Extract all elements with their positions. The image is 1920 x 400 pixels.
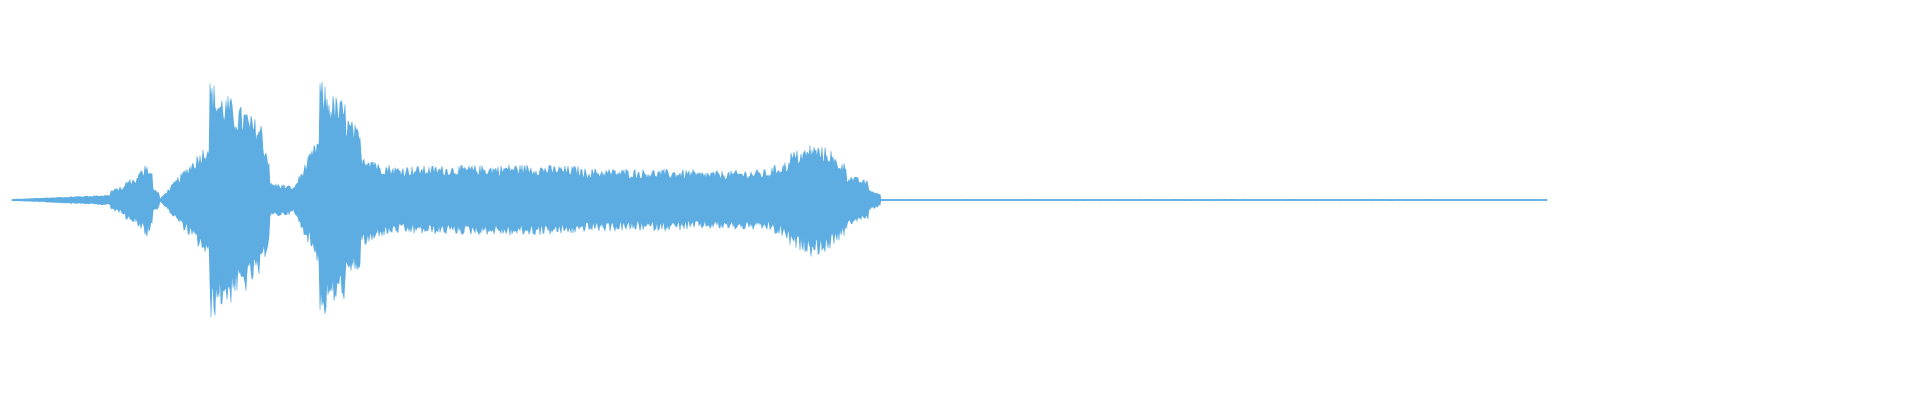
waveform-fill (11, 81, 1548, 318)
